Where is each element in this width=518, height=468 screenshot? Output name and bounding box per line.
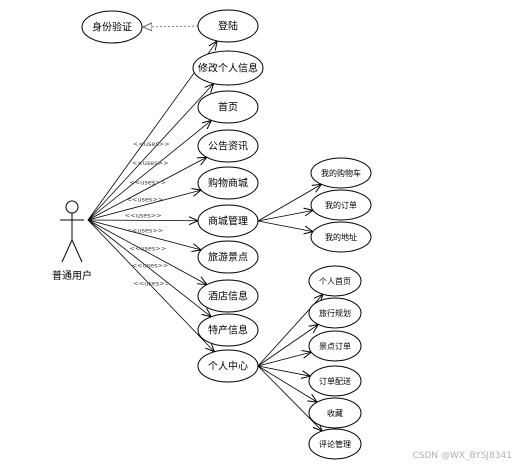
use-case-orders-label: 我的订单 bbox=[325, 200, 357, 210]
use-case-home-shape bbox=[197, 90, 259, 124]
use-case-orders-shape bbox=[310, 189, 372, 221]
use-case-specialty-shape bbox=[197, 313, 259, 347]
sub-line-cart bbox=[257, 184, 321, 222]
use-case-cart-label: 我的购物车 bbox=[321, 168, 361, 178]
use-case-login: 登陆 bbox=[197, 9, 259, 43]
stereotype-mallmgr: <<uses>> bbox=[125, 211, 162, 219]
use-case-mall-shape bbox=[197, 166, 259, 200]
use-case-home: 首页 bbox=[197, 90, 259, 124]
use-case-address: 我的地址 bbox=[310, 221, 372, 253]
use-case-identity-shape bbox=[81, 10, 143, 44]
use-case-delivery-label: 订单配送 bbox=[319, 376, 351, 386]
use-case-hotel-label: 酒店信息 bbox=[208, 290, 248, 303]
stereotype-center: <<uses>> bbox=[133, 280, 170, 288]
use-case-mallmgr-shape bbox=[197, 204, 259, 238]
actor-label: 普通用户 bbox=[52, 269, 92, 282]
use-case-homepage-shape bbox=[308, 265, 362, 297]
use-case-profile-label: 修改个人信息 bbox=[198, 62, 258, 75]
actor-right-leg bbox=[71, 239, 83, 263]
sub-line-orders bbox=[257, 210, 313, 222]
assoc-line-hotel bbox=[87, 219, 207, 285]
use-case-login-label: 登陆 bbox=[218, 20, 238, 33]
sub-line-plan bbox=[257, 324, 318, 367]
use-case-scenicorder: 景点订单 bbox=[308, 330, 362, 362]
use-case-scenicorder-shape bbox=[308, 330, 362, 362]
use-case-home-label: 首页 bbox=[218, 101, 238, 114]
use-case-address-shape bbox=[310, 221, 372, 253]
stereotype-specialty: <<uses>> bbox=[132, 261, 169, 269]
assoc-line-center bbox=[87, 219, 214, 352]
stereotype-notice: <<uses>> bbox=[129, 178, 166, 186]
use-case-scenic-shape bbox=[197, 240, 259, 274]
use-case-profile: 修改个人信息 bbox=[192, 50, 264, 86]
use-case-orders: 我的订单 bbox=[310, 189, 372, 221]
use-case-scenicorder-label: 景点订单 bbox=[319, 341, 351, 351]
sub-line-scenicorder bbox=[257, 352, 311, 367]
sub-line-fav bbox=[257, 365, 317, 402]
use-case-fav-shape bbox=[308, 397, 362, 429]
use-case-review: 评论管理 bbox=[308, 428, 362, 460]
use-case-homepage-label: 个人首页 bbox=[319, 276, 351, 286]
use-case-hotel-shape bbox=[197, 279, 259, 313]
use-case-review-shape bbox=[308, 428, 362, 460]
stereotype-mall: <<uses>> bbox=[126, 195, 163, 203]
use-case-homepage: 个人首页 bbox=[308, 265, 362, 297]
assoc-line-notice bbox=[87, 157, 207, 221]
sub-line-delivery bbox=[257, 365, 310, 376]
use-case-hotel: 酒店信息 bbox=[197, 279, 259, 313]
assoc-line-specialty bbox=[87, 219, 211, 317]
use-case-fav: 收藏 bbox=[308, 397, 362, 429]
use-case-plan-label: 旅行规划 bbox=[319, 308, 351, 318]
use-case-notice-label: 公告资讯 bbox=[208, 140, 248, 153]
use-case-center: 个人中心 bbox=[197, 349, 259, 383]
actor-head bbox=[65, 200, 79, 214]
use-case-scenic: 旅游景点 bbox=[197, 240, 259, 274]
use-case-delivery-shape bbox=[308, 365, 362, 397]
include-line-identity bbox=[143, 26, 199, 27]
use-case-specialty: 特产信息 bbox=[197, 313, 259, 347]
stereotype-hotel: <<uses>> bbox=[130, 245, 167, 253]
use-case-center-shape bbox=[197, 349, 259, 383]
stereotype-profile: <<uses>> bbox=[133, 140, 170, 148]
use-case-center-label: 个人中心 bbox=[208, 360, 248, 373]
use-case-notice: 公告资讯 bbox=[197, 129, 259, 163]
use-case-notice-shape bbox=[197, 129, 259, 163]
assoc-line-scenic bbox=[87, 219, 201, 250]
use-case-nodes: 身份验证登陆修改个人信息首页公告资讯购物商城商城管理旅游景点酒店信息特产信息个人… bbox=[81, 9, 372, 460]
use-case-mall: 购物商城 bbox=[197, 166, 259, 200]
actor-left-leg bbox=[61, 239, 73, 263]
use-case-login-shape bbox=[197, 9, 259, 43]
assoc-line-mallmgr bbox=[87, 220, 198, 221]
use-case-mallmgr: 商城管理 bbox=[197, 204, 259, 238]
use-case-mall-label: 购物商城 bbox=[208, 177, 248, 190]
stereotype-home: <<uses>> bbox=[132, 159, 169, 167]
use-case-profile-shape bbox=[192, 50, 264, 86]
use-case-scenic-label: 旅游景点 bbox=[208, 251, 248, 264]
watermark: CSDN @WX_BYSJ8341 bbox=[412, 451, 512, 461]
use-case-delivery: 订单配送 bbox=[308, 365, 362, 397]
use-case-fav-label: 收藏 bbox=[327, 408, 343, 418]
use-case-mallmgr-label: 商城管理 bbox=[208, 215, 248, 228]
actor: 普通用户 bbox=[52, 200, 92, 282]
use-case-specialty-label: 特产信息 bbox=[208, 324, 248, 337]
sub-line-address bbox=[257, 220, 313, 232]
stereotype-scenic: <<uses>> bbox=[126, 227, 163, 235]
use-case-address-label: 我的地址 bbox=[325, 232, 357, 242]
use-case-cart-shape bbox=[310, 157, 372, 189]
use-case-identity: 身份验证 bbox=[81, 10, 143, 44]
assoc-line-home bbox=[87, 120, 211, 221]
use-case-plan-shape bbox=[308, 297, 362, 329]
use-case-plan: 旅行规划 bbox=[308, 297, 362, 329]
use-case-review-label: 评论管理 bbox=[319, 439, 351, 449]
assoc-line-profile bbox=[87, 84, 214, 221]
use-case-cart: 我的购物车 bbox=[310, 157, 372, 189]
use-case-identity-label: 身份验证 bbox=[92, 21, 132, 34]
assoc-line-mall bbox=[87, 190, 201, 221]
